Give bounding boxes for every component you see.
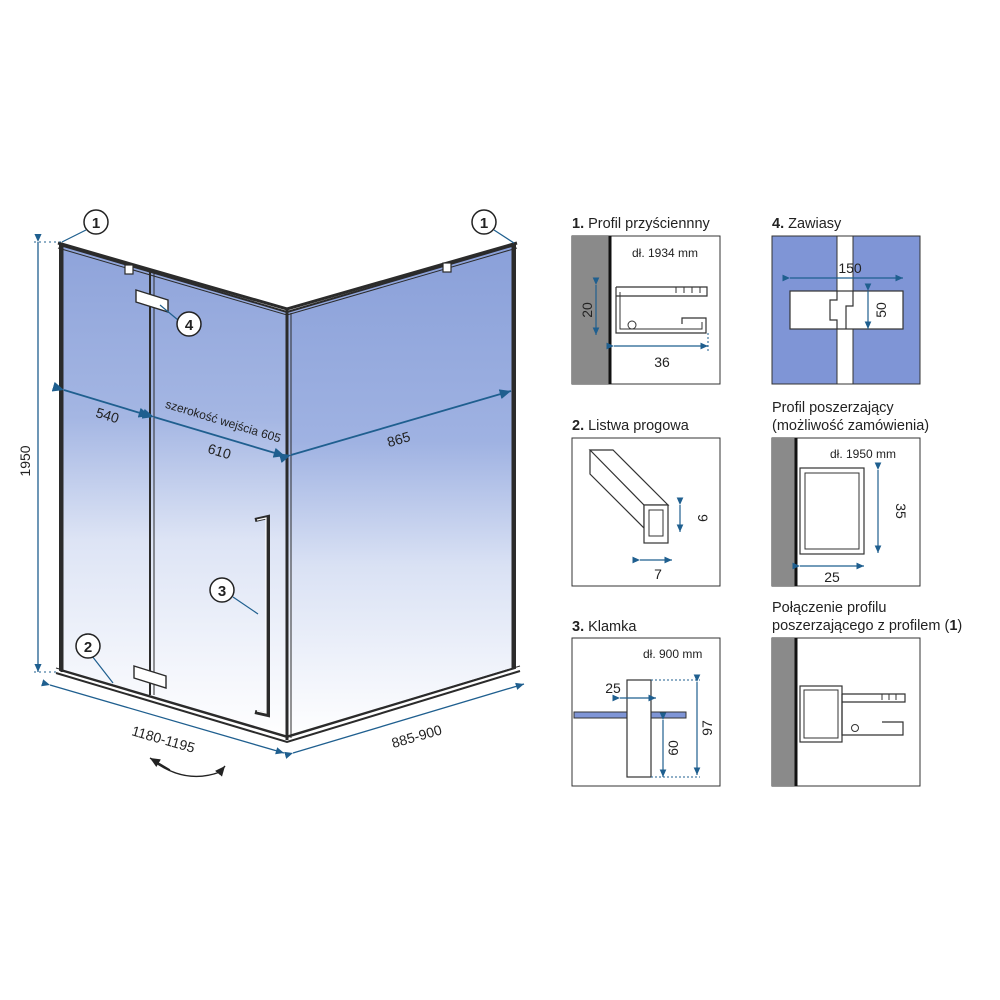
- panel-threshold-strip: 2.Listwa progowa 9 7: [571, 418, 721, 587]
- svg-text:Połączenie profilu: Połączenie profilu: [772, 600, 886, 616]
- svg-text:1: 1: [92, 215, 100, 232]
- front-glass-panel: [59, 243, 288, 739]
- svg-text:7: 7: [654, 566, 662, 582]
- height-label: 1950: [17, 445, 33, 476]
- svg-text:50: 50: [873, 302, 889, 318]
- svg-text:2.Listwa progowa: 2.Listwa progowa: [572, 418, 690, 434]
- svg-text:dł. 900 mm: dł. 900 mm: [643, 647, 702, 661]
- panel-wall-profile: 1.Profil przyściennny dł. 1934 mm 20 36: [571, 216, 721, 385]
- side-glass-panel: [286, 243, 516, 739]
- callout-1-right: 1: [471, 209, 515, 244]
- svg-text:20: 20: [579, 302, 595, 318]
- callout-2: 2: [75, 633, 114, 684]
- svg-text:25: 25: [605, 680, 621, 696]
- svg-text:4.Zawiasy: 4.Zawiasy: [772, 216, 842, 232]
- svg-text:1.Profil przyściennny: 1.Profil przyściennny: [572, 216, 711, 232]
- panel-handle: 3.Klamka dł. 900 mm 25 60 97: [571, 619, 721, 787]
- callout-4: 4: [159, 304, 202, 337]
- dim-width-side: 885-900: [390, 721, 444, 751]
- dim-865: 865: [385, 428, 412, 450]
- svg-text:3.Klamka: 3.Klamka: [572, 619, 637, 635]
- svg-text:36: 36: [654, 354, 670, 370]
- svg-text:dł. 1934 mm: dł. 1934 mm: [632, 246, 698, 260]
- height-dimension: 1950: [17, 233, 62, 673]
- panel-extension-profile: Profil poszerzający (możliwość zamówieni…: [771, 400, 929, 587]
- svg-text:1: 1: [480, 215, 488, 232]
- wall-section: [572, 236, 610, 384]
- shower-enclosure: [55, 241, 521, 744]
- svg-text:poszerzającego z profilem (1): poszerzającego z profilem (1): [772, 618, 962, 634]
- dim-width-front: 1180-1195: [130, 723, 197, 756]
- callout-3: 3: [209, 577, 259, 615]
- dim-540: 540: [94, 404, 121, 426]
- svg-text:60: 60: [665, 740, 681, 756]
- svg-text:2: 2: [84, 639, 92, 656]
- svg-text:dł. 1950 mm: dł. 1950 mm: [830, 447, 896, 461]
- svg-text:35: 35: [893, 503, 909, 519]
- callout-1-left: 1: [61, 209, 109, 243]
- door-swing-arrow: [151, 759, 226, 778]
- panel-profile-connection: Połączenie profilu poszerzającego z prof…: [771, 600, 962, 787]
- dim-610: 610: [206, 440, 233, 462]
- svg-text:(możliwość zamówienia): (możliwość zamówienia): [772, 418, 929, 434]
- svg-text:9: 9: [695, 514, 711, 522]
- svg-text:97: 97: [699, 720, 715, 736]
- handle-bar: [626, 679, 652, 778]
- svg-text:Profil poszerzający: Profil poszerzający: [772, 400, 894, 416]
- panel-hinges: 4.Zawiasy 150 50: [771, 216, 921, 385]
- svg-text:3: 3: [218, 583, 226, 600]
- svg-text:25: 25: [824, 569, 840, 585]
- svg-text:150: 150: [838, 260, 862, 276]
- svg-text:4: 4: [185, 317, 194, 334]
